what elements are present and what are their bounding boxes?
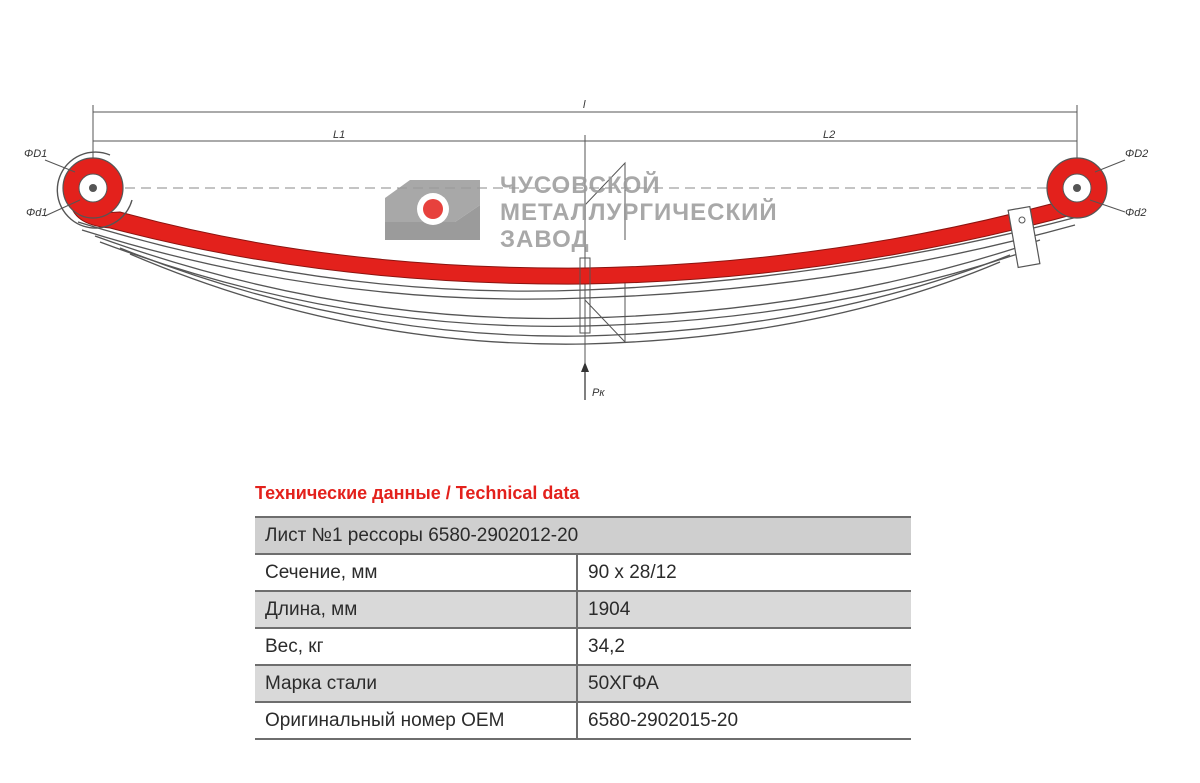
load-label: Pк (592, 387, 605, 399)
logo-line-2: МЕТАЛЛУРГИЧЕСКИЙ (500, 198, 778, 226)
table-row: Сечение, мм 90 х 28/12 (255, 554, 911, 592)
dim-inner-dia-right: Φd2 (1125, 207, 1146, 219)
company-logo: ЧУСОВСКОЙ МЕТАЛЛУРГИЧЕСКИЙ ЗАВОД (385, 171, 778, 253)
dim-outer-dia-left: ΦD1 (24, 148, 47, 160)
row-value: 1904 (577, 591, 911, 629)
center-bolt (579, 257, 591, 334)
row-value: 50ХГФА (577, 665, 911, 703)
rebound-clip (1007, 205, 1041, 269)
row-value: 6580-2902015-20 (577, 702, 911, 740)
dim-outer-dia-right: ΦD2 (1125, 148, 1148, 160)
lower-leaves (77, 214, 1086, 345)
technical-data-title: Технические данные / Technical data (255, 483, 580, 503)
row-label: Длина, мм (255, 591, 578, 629)
logo-line-3: ЗАВОД (500, 226, 590, 253)
left-eye (56, 151, 133, 229)
right-eye (1046, 157, 1108, 219)
row-value: 34,2 (577, 628, 911, 666)
spec-table: Лист №1 рессоры 6580-2902012-20 Сечение,… (255, 516, 911, 740)
dim-l1: L1 (333, 129, 345, 141)
row-label: Оригинальный номер OEM (255, 702, 578, 740)
row-label: Вес, кг (255, 628, 578, 666)
table-row: Вес, кг 34,2 (255, 628, 911, 666)
table-header: Лист №1 рессоры 6580-2902012-20 (255, 516, 911, 555)
dim-inner-dia-left: Φd1 (26, 207, 47, 219)
row-label: Марка стали (255, 665, 578, 703)
leaf-spring-drawing: l L1 L2 ΦD1 Φd1 ΦD2 Φd2 Pк ЧУСОВСКОЙ МЕТ… (24, 99, 1148, 400)
dim-l: l (583, 99, 586, 111)
table-row: Марка стали 50ХГФА (255, 665, 911, 703)
logo-line-1: ЧУСОВСКОЙ (500, 171, 661, 199)
table-row: Длина, мм 1904 (255, 591, 911, 629)
table-row: Оригинальный номер OEM 6580-2902015-20 (255, 702, 911, 740)
dim-l2: L2 (823, 129, 835, 141)
row-value: 90 х 28/12 (577, 554, 911, 592)
row-label: Сечение, мм (255, 554, 578, 592)
leader-lines (44, 159, 1126, 217)
table-header-row: Лист №1 рессоры 6580-2902012-20 (255, 516, 911, 555)
